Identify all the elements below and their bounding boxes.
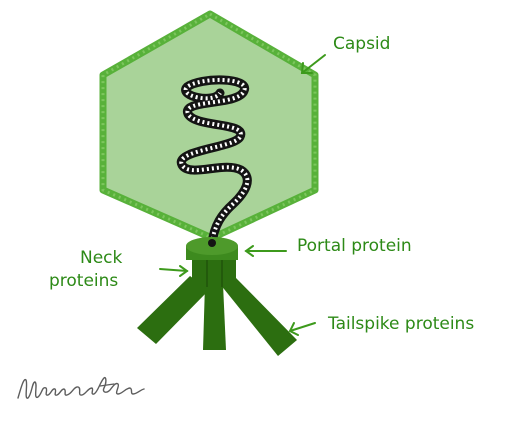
portal-protein-label: Portal protein xyxy=(297,236,412,257)
neck-arrow xyxy=(160,266,187,276)
capsid-label: Capsid xyxy=(333,34,390,55)
neck-proteins-label-line1: Neck xyxy=(80,248,122,269)
tailspike-middle xyxy=(203,284,226,350)
portal-arrow xyxy=(246,246,286,256)
dna-exit xyxy=(208,239,216,247)
tailspike-arrow xyxy=(290,323,315,335)
artist-signature xyxy=(14,372,164,412)
neck-body xyxy=(192,258,236,288)
neck-proteins xyxy=(192,258,236,288)
tailspike-proteins-label: Tailspike proteins xyxy=(328,314,474,335)
neck-proteins-label-line2: proteins xyxy=(49,271,118,292)
tailspike-right xyxy=(220,278,297,356)
